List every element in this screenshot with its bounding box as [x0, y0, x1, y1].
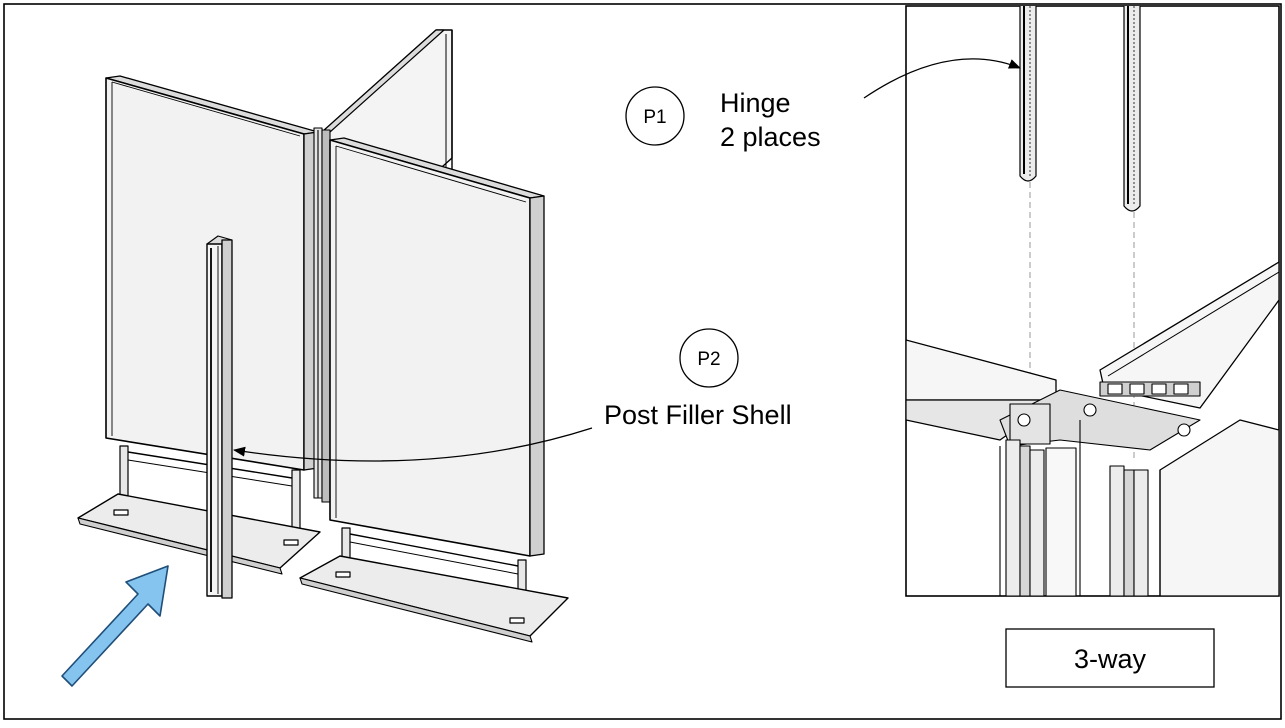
right-panel [329, 137, 545, 557]
curved-leader-arrow-icon [863, 58, 1021, 99]
panel-assembly-illustration [61, 29, 569, 687]
right-panel-feet [299, 527, 569, 643]
hinge-right [1123, 6, 1141, 212]
callout-p2: P2 Post Filler Shell [233, 328, 792, 462]
p1-badge-circle [625, 86, 685, 146]
center-posts [313, 127, 331, 503]
post-extrusion-profile [999, 381, 1201, 451]
curved-leader-arrow-icon [233, 427, 593, 462]
caption-box: 3-way [1005, 628, 1215, 688]
hinge-places-label: 2 places [720, 122, 821, 152]
hinge-label: Hinge [720, 88, 791, 118]
post-filler-shell-label: Post Filler Shell [604, 400, 792, 430]
p2-badge: P2 [697, 349, 720, 370]
p1-badge: P1 [643, 107, 666, 128]
vertical-extrusions [999, 420, 1149, 596]
blue-arrow-icon [61, 565, 169, 687]
three-way-caption: 3-way [1074, 644, 1147, 674]
outer-frame [3, 3, 1282, 720]
callout-p1: P1 Hinge 2 places [625, 58, 1021, 152]
hinge-left [1019, 6, 1037, 182]
post-filler-shell [206, 235, 233, 599]
p2-badge-circle [679, 328, 739, 388]
hinge-detail-view [905, 5, 1280, 597]
